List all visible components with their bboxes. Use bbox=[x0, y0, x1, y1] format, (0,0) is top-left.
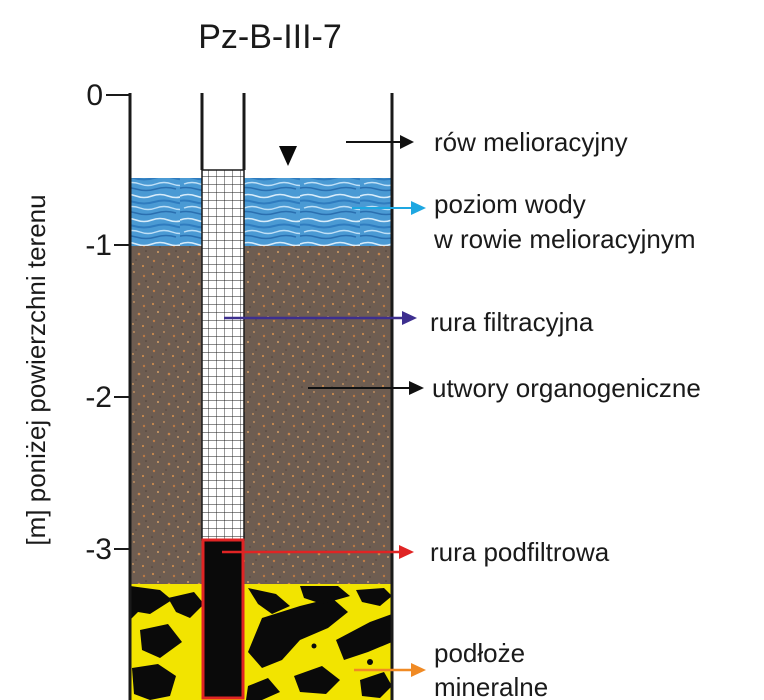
organogenic-layer bbox=[130, 246, 392, 584]
label-organic: utwory organogeniczne bbox=[432, 373, 701, 403]
water-layer bbox=[130, 178, 392, 246]
axis-ticks bbox=[106, 94, 130, 550]
label-water-level-line2: w rowie melioracyjnym bbox=[433, 224, 696, 254]
tick-label-minus1: -1 bbox=[85, 229, 112, 262]
label-mineral-line2: mineralne bbox=[434, 672, 548, 700]
arrow-water-level bbox=[352, 201, 426, 215]
diagram-title: Pz-B-III-7 bbox=[198, 18, 342, 56]
label-ditch: rów melioracyjny bbox=[434, 127, 628, 157]
label-mineral-line1: podłoże bbox=[434, 638, 525, 668]
mineral-layer bbox=[130, 584, 392, 700]
arrow-filter-pipe bbox=[224, 311, 417, 325]
arrow-organic bbox=[308, 381, 424, 395]
arrow-mineral bbox=[354, 663, 426, 677]
tick-label-0: 0 bbox=[86, 79, 103, 112]
arrow-subfilter-pipe bbox=[222, 545, 414, 559]
label-filter-pipe: rura filtracyjna bbox=[430, 307, 594, 337]
filter-pipe bbox=[201, 169, 245, 541]
y-axis-label: [m] poniżej powierzchni terenu bbox=[21, 194, 51, 545]
arrow-ditch bbox=[346, 135, 414, 149]
tick-label-minus3: -3 bbox=[85, 533, 112, 566]
ditch-walls bbox=[128, 93, 394, 700]
triangle-down-icon bbox=[279, 146, 297, 166]
pipe-casing-upper bbox=[200, 93, 246, 170]
label-water-level-line1: poziom wody bbox=[434, 189, 586, 219]
tick-label-minus2: -2 bbox=[85, 381, 112, 414]
subfilter-pipe bbox=[201, 538, 245, 700]
label-subfilter-pipe: rura podfiltrowa bbox=[430, 537, 610, 567]
